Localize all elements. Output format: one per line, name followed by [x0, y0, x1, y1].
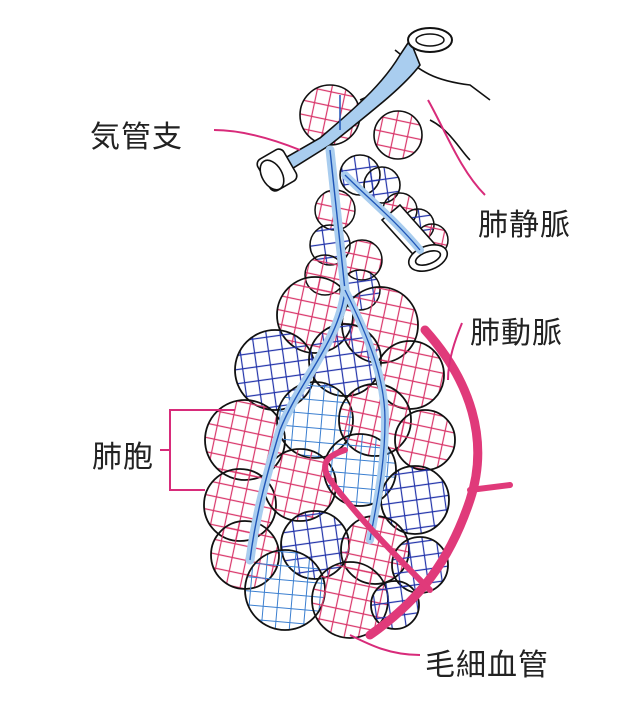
leader-bronchiole — [213, 129, 301, 151]
leader-pulmonary-artery — [447, 322, 463, 381]
alveolar-sac — [203, 276, 456, 639]
label-alveoli: 肺胞 — [92, 440, 154, 475]
leader-capillaries — [349, 634, 421, 656]
label-bronchiole: 気管支 — [90, 120, 183, 155]
bronchus — [245, 27, 453, 565]
pulmonary-artery — [322, 325, 513, 640]
leader-lines — [160, 99, 486, 656]
leader-pulmonary-vein — [427, 99, 486, 196]
leader-alveoli-bracket — [160, 409, 235, 491]
label-capillaries: 毛細血管 — [425, 648, 549, 683]
label-pulmonary-vein: 肺静脈 — [478, 208, 571, 243]
label-pulmonary-artery: 肺動脈 — [470, 316, 563, 351]
